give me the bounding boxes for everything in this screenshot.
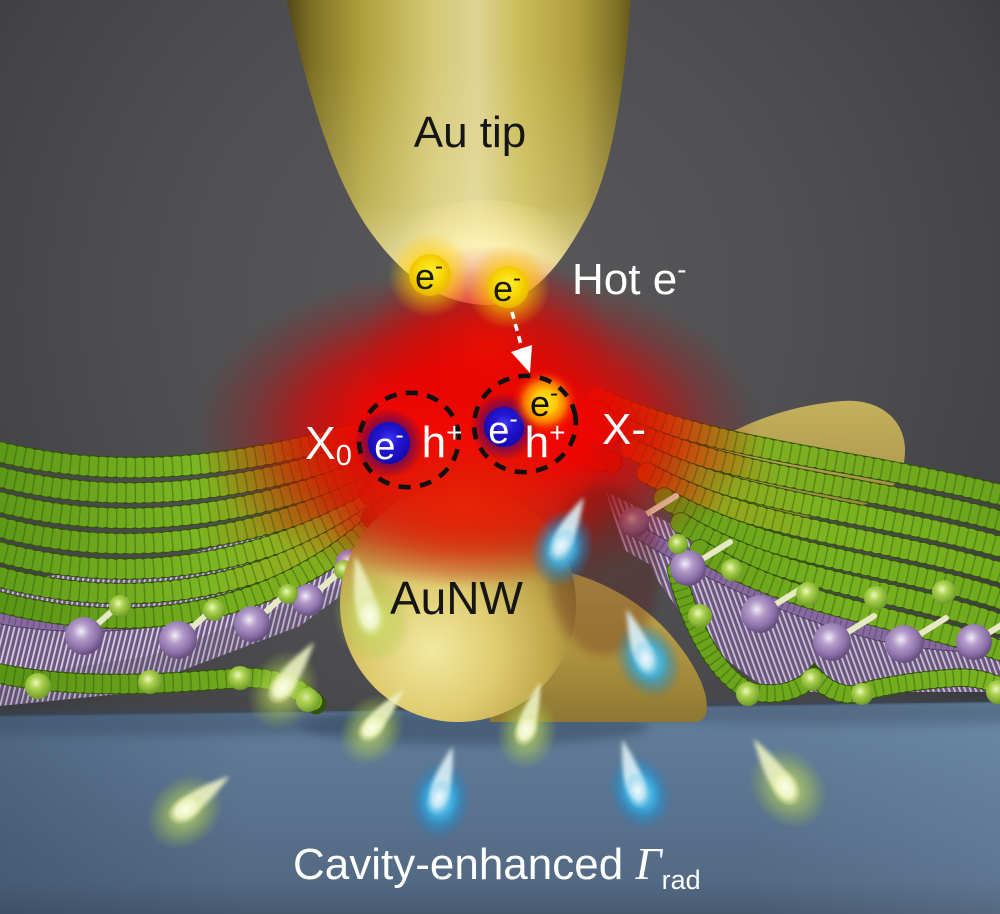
svg-text:Cavity-enhanced Γrad: Cavity-enhanced Γrad <box>293 838 701 895</box>
svg-text:Hot e-: Hot e- <box>572 254 687 304</box>
svg-text:AuNW: AuNW <box>390 572 523 624</box>
svg-text:Au tip: Au tip <box>414 108 527 157</box>
svg-text:X-: X- <box>602 405 646 454</box>
svg-text:h+: h+ <box>525 417 566 467</box>
